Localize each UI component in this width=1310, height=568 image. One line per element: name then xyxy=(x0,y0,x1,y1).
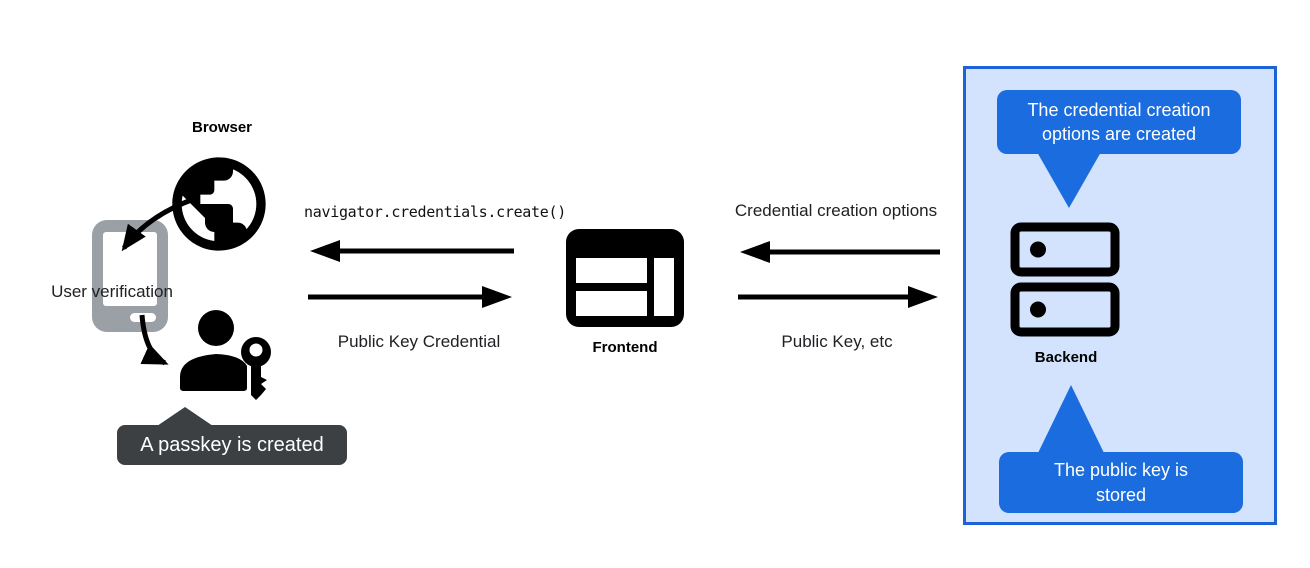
browser-label: Browser xyxy=(191,119,253,136)
frontend-window-icon xyxy=(566,229,684,327)
public-key-etc-label: Public Key, etc xyxy=(781,332,893,351)
arrow-right-icon xyxy=(308,286,512,308)
person-with-key-icon xyxy=(180,310,271,400)
arrow-right-icon xyxy=(738,286,938,308)
backend-label: Backend xyxy=(1034,349,1098,366)
passkey-tooltip: A passkey is created xyxy=(117,425,347,465)
public-key-stored-tooltip-pointer-icon xyxy=(1038,385,1104,453)
navigator-credentials-create-code: navigator.credentials.create() xyxy=(304,203,566,221)
public-key-credential-label: Public Key Credential xyxy=(337,332,501,351)
backend-server-icon xyxy=(1010,222,1120,337)
public-key-stored-tooltip: The public key is stored xyxy=(999,452,1243,513)
arrow-left-icon xyxy=(310,240,514,262)
options-created-tooltip: The credential creation options are crea… xyxy=(997,90,1241,154)
globe-browser-icon xyxy=(172,157,266,251)
user-verification-label: User verification xyxy=(51,282,173,301)
options-created-tooltip-text: The credential creation options are crea… xyxy=(1027,99,1211,144)
arrow-left-icon xyxy=(740,241,940,263)
passkey-tooltip-pointer-icon xyxy=(157,407,213,426)
public-key-stored-tooltip-text: The public key is stored xyxy=(1053,460,1189,505)
credential-creation-options-label: Credential creation options xyxy=(734,201,938,220)
options-created-tooltip-pointer-icon xyxy=(1037,152,1101,208)
curved-flow-arrows xyxy=(121,196,195,366)
frontend-label: Frontend xyxy=(592,339,658,356)
